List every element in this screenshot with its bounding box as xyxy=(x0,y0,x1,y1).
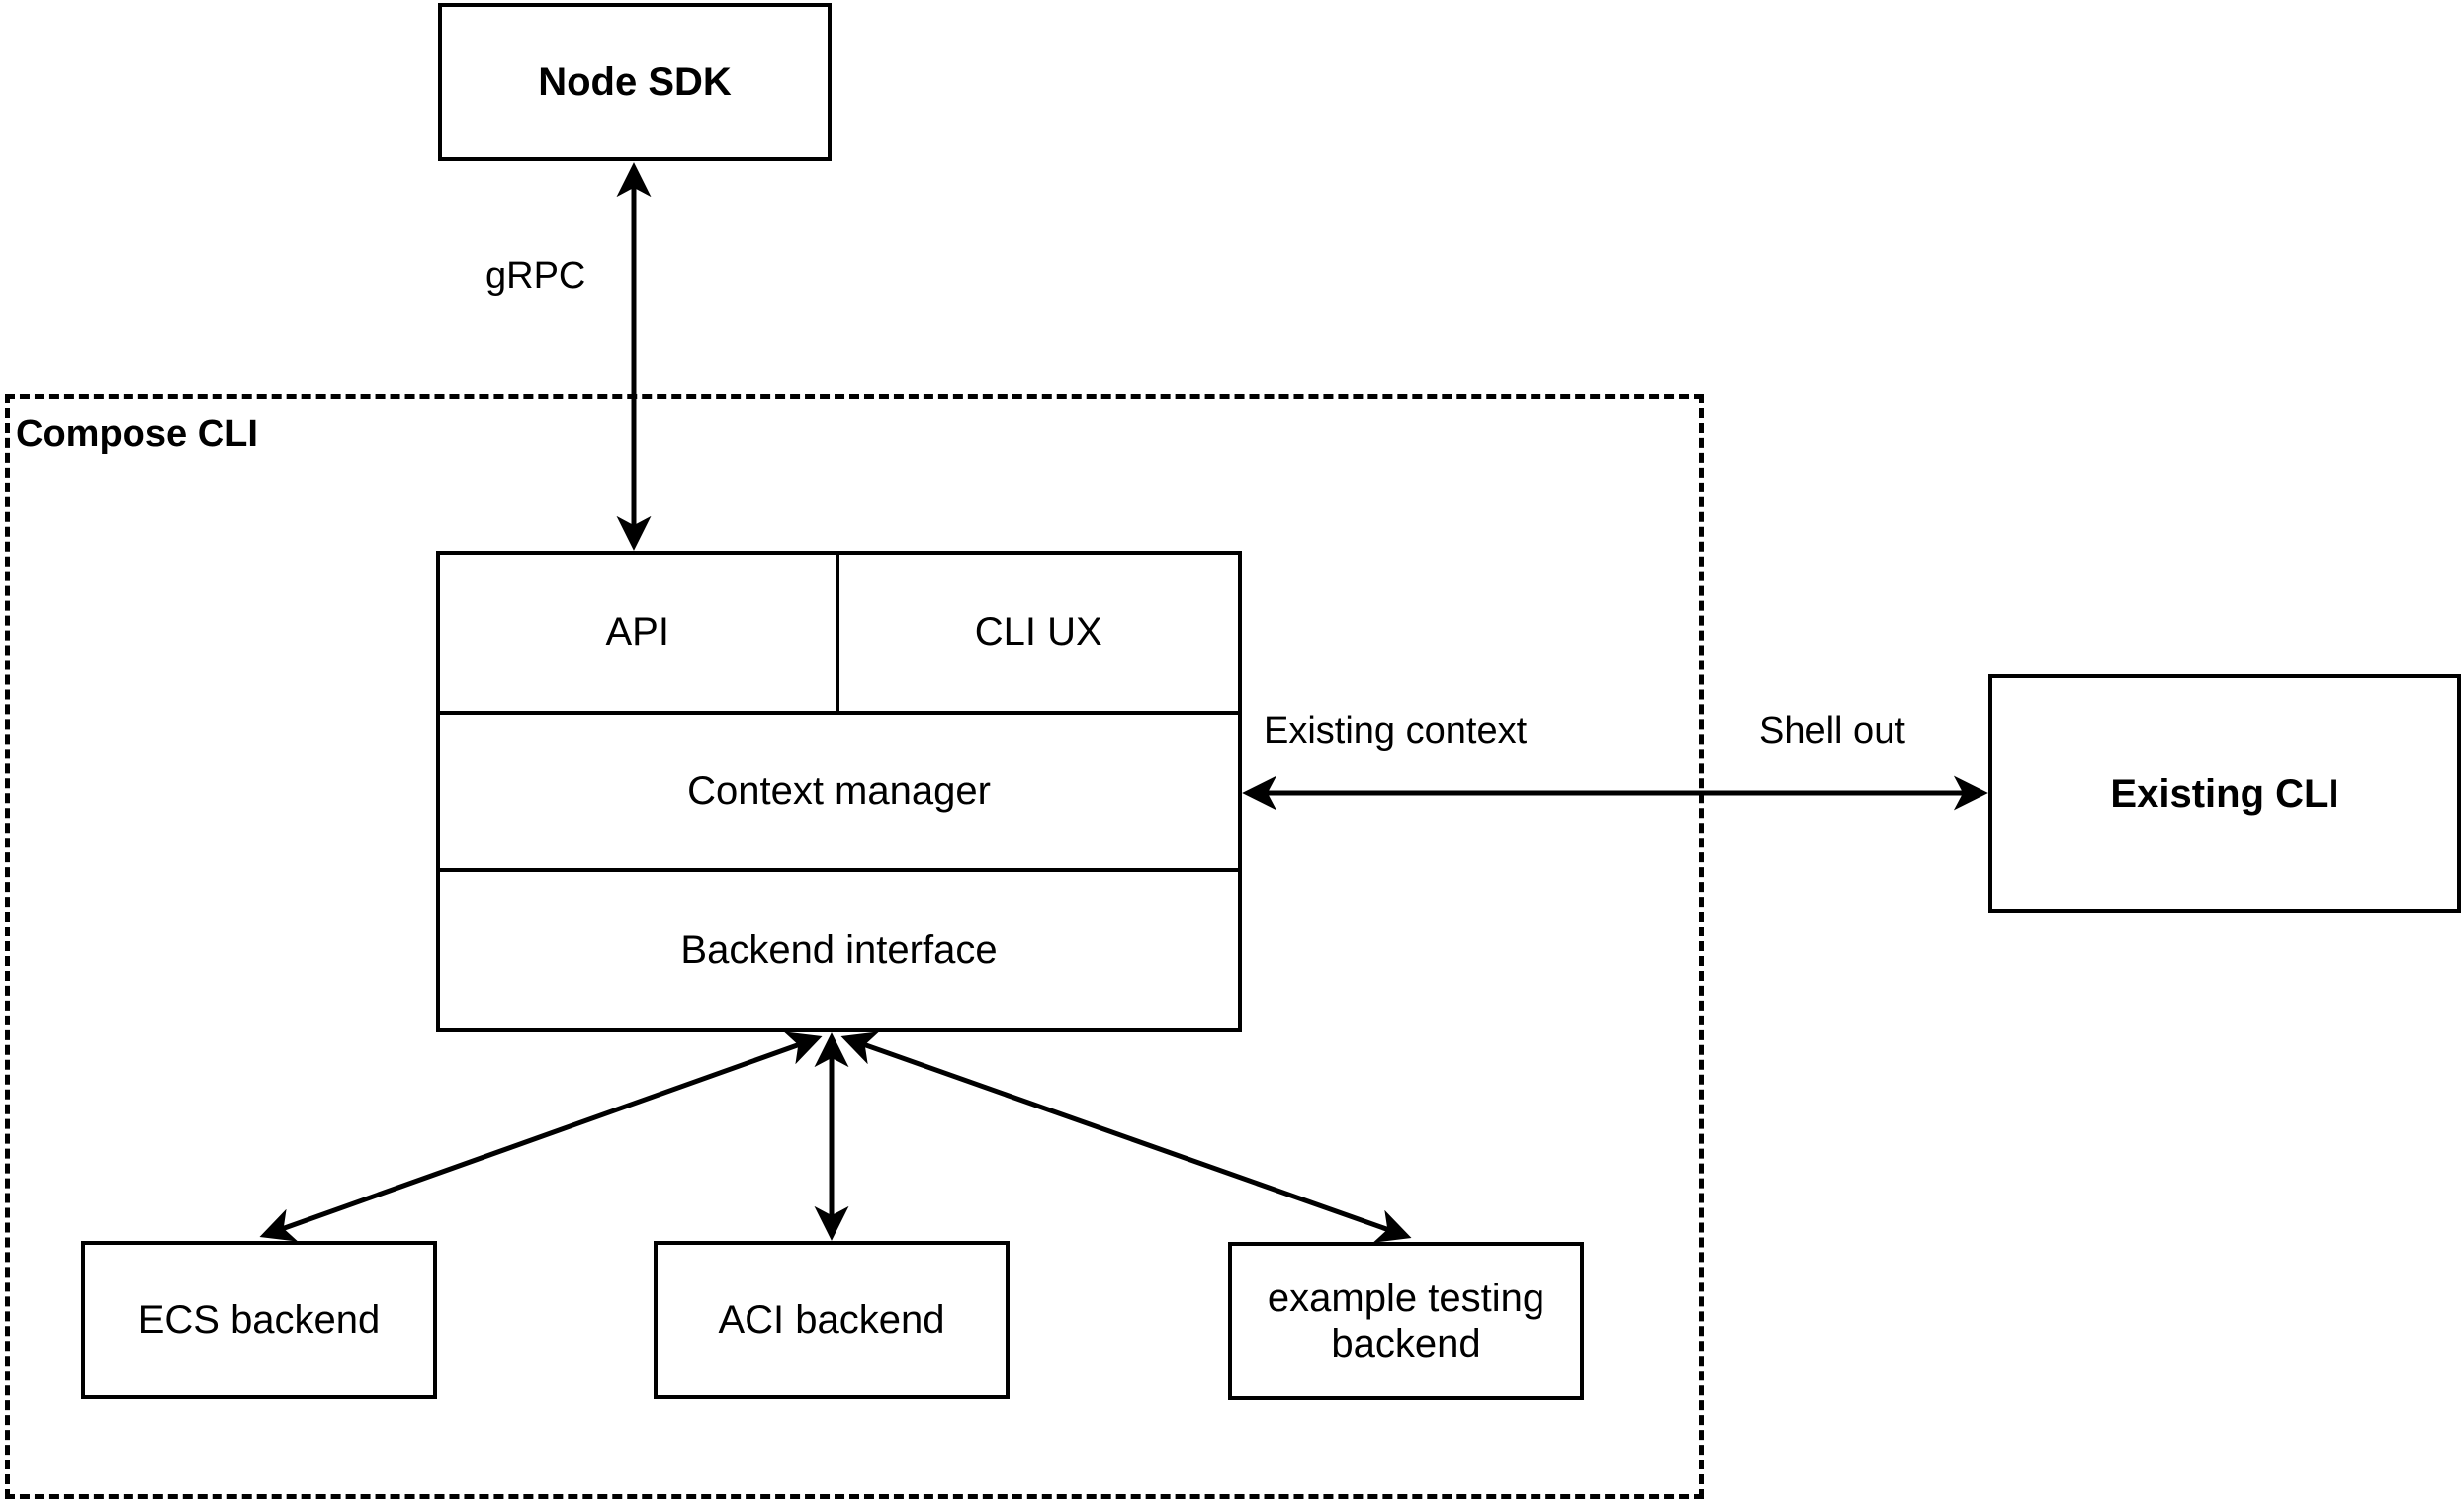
compose-cli-group-label: Compose CLI xyxy=(16,413,258,455)
grpc-edge-label: gRPC xyxy=(485,255,586,297)
existing-context-edge-label: Existing context xyxy=(1264,710,1528,752)
backend-interface-row: Backend interface xyxy=(440,872,1238,1028)
ecs-backend-box[interactable]: ECS backend xyxy=(81,1241,437,1399)
existing-cli-box[interactable]: Existing CLI xyxy=(1988,674,2461,913)
example-testing-backend-box[interactable]: example testing backend xyxy=(1228,1242,1584,1400)
shell-out-edge-label: Shell out xyxy=(1759,710,1905,752)
example-testing-backend-label-line2: backend xyxy=(1331,1322,1481,1366)
context-manager-row: Context manager xyxy=(440,715,1238,873)
example-testing-backend-label-line1: example testing xyxy=(1267,1277,1545,1320)
cli-ux-cell[interactable]: CLI UX xyxy=(974,610,1102,655)
compose-cli-core-stack: API CLI UX Context manager Backend inter… xyxy=(436,551,1242,1032)
context-manager-cell[interactable]: Context manager xyxy=(687,768,991,813)
node-sdk-box[interactable]: Node SDK xyxy=(438,3,832,161)
compose-cli-group-boundary xyxy=(5,394,1704,1499)
aci-backend-box[interactable]: ACI backend xyxy=(654,1241,1010,1399)
api-cell[interactable]: API xyxy=(440,555,839,711)
backend-interface-cell[interactable]: Backend interface xyxy=(680,928,998,972)
api-cliux-row: API CLI UX xyxy=(440,555,1238,715)
